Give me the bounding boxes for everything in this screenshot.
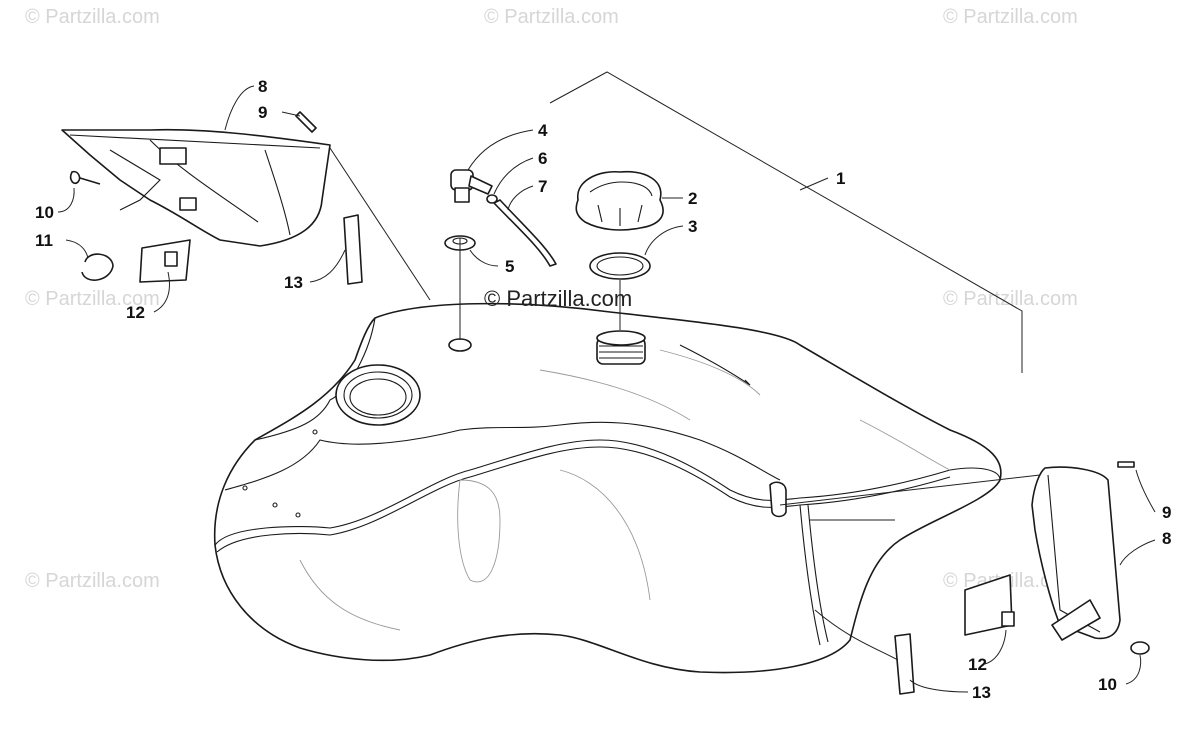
left-retaining-ring: [81, 253, 114, 281]
hose-clamp: [486, 194, 498, 204]
fuel-cap: [575, 170, 664, 231]
callout-5: 5: [505, 257, 514, 276]
callout-1: 1: [836, 169, 845, 188]
callout-12-left: 12: [126, 303, 145, 322]
watermark-top-right: © Partzilla.com: [943, 6, 1078, 28]
callout-8-right: 8: [1162, 529, 1171, 548]
callout-11: 11: [35, 231, 53, 250]
fuel-cap-gasket: [589, 252, 651, 280]
callout-3: 3: [688, 217, 697, 236]
callout-13-right: 13: [972, 683, 991, 702]
right-screw: [1117, 461, 1135, 468]
callout-10-right: 10: [1098, 675, 1117, 694]
watermark-mid-left: © Partzilla.com: [25, 288, 160, 310]
callout-12-right: 12: [968, 655, 987, 674]
watermark-top-left: © Partzilla.com: [25, 6, 160, 28]
callout-4: 4: [538, 121, 548, 140]
tank-left-opening: [335, 364, 421, 426]
leader-lines: [57, 85, 1156, 693]
callout-7: 7: [538, 177, 547, 196]
callout-6: 6: [538, 149, 547, 168]
watermark-center: © Partzilla.com: [484, 286, 632, 311]
left-foam-strip: [343, 214, 363, 285]
callouts: 1 2 3 4 5 6 7 8 9 10 11 12 13 8 9 10 12 …: [35, 77, 1171, 702]
tank-grommet-hole: [448, 338, 472, 352]
callout-13-left: 13: [284, 273, 303, 292]
right-shield: [1031, 466, 1121, 641]
callout-2: 2: [688, 189, 697, 208]
left-pushpin: [69, 170, 101, 185]
callout-10-left: 10: [35, 203, 54, 222]
right-foam-strip: [894, 633, 915, 695]
callout-9-left: 9: [258, 103, 267, 122]
watermark-low-left: © Partzilla.com: [25, 570, 160, 592]
callout-9-right: 9: [1162, 503, 1171, 522]
tank-mounting-tab: [769, 481, 787, 518]
callout-8-left: 8: [258, 77, 267, 96]
watermark-top-center: © Partzilla.com: [484, 6, 619, 28]
filler-neck: [596, 330, 646, 365]
watermark-mid-right: © Partzilla.com: [943, 288, 1078, 310]
vent-hose: [493, 199, 557, 267]
left-shield: [61, 128, 331, 247]
vent-valve: [450, 169, 493, 203]
right-pushpin: [1130, 641, 1150, 655]
left-screw: [295, 111, 317, 133]
fuel-tank: [213, 302, 1002, 674]
